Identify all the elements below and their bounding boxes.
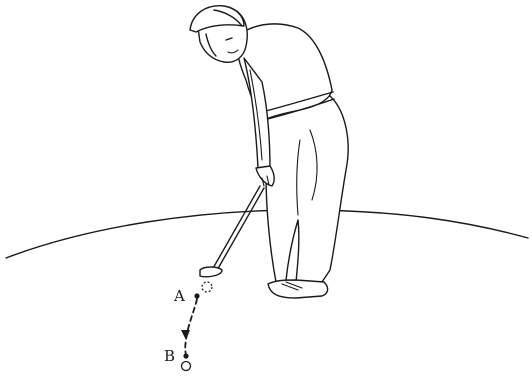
ball-end: [182, 362, 191, 371]
putter: [200, 186, 264, 277]
ball-trajectory: [185, 299, 197, 355]
ball-start-outline: [202, 282, 212, 292]
golfer-hands: [256, 166, 274, 186]
point-a-label: A: [173, 287, 185, 305]
point-a-dot: [194, 293, 199, 298]
putter-shaft: [212, 186, 260, 270]
golfer-shoe: [268, 280, 328, 298]
putter-shaft: [216, 188, 264, 272]
golfer-trousers: [262, 96, 348, 282]
point-b-dot: [183, 353, 188, 358]
trajectory-arrowhead: [181, 330, 190, 340]
golfer-figure: [190, 6, 348, 298]
putter-head: [200, 267, 222, 277]
point-b-label: B: [164, 347, 175, 365]
